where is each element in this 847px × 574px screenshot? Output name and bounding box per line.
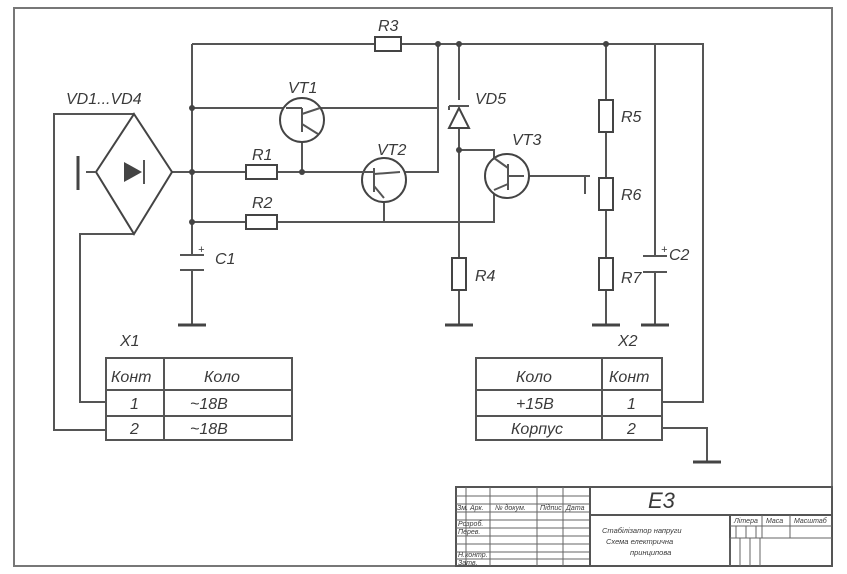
resistor-r5 bbox=[598, 99, 614, 133]
resistor-r2 bbox=[245, 214, 278, 230]
x1-row2-kolo: ~18В bbox=[190, 421, 228, 438]
label-c1-plus: + bbox=[198, 244, 205, 256]
label-vd1-vd4: VD1...VD4 bbox=[66, 91, 142, 108]
label-r2: R2 bbox=[252, 195, 273, 212]
label-c2: C2 bbox=[669, 247, 690, 264]
label-r1: R1 bbox=[252, 147, 272, 164]
tb-label-rozrob: Розроб. bbox=[458, 520, 483, 528]
tb-description-line3: принципова bbox=[630, 548, 671, 557]
x2-row2-kolo: Корпус bbox=[511, 421, 563, 438]
zener-vd5 bbox=[447, 105, 471, 129]
tb-label-masshtab: Масштаб bbox=[794, 517, 828, 525]
tb-header-dokum: № докум. bbox=[495, 504, 526, 512]
label-vd5: VD5 bbox=[475, 91, 506, 108]
capacitor-c2 bbox=[643, 255, 667, 273]
tb-header-ark: Арк. bbox=[469, 505, 484, 512]
label-vt1: VT1 bbox=[288, 80, 317, 97]
connector-x1: X1 Конт Коло 1 ~18В 2 ~18В bbox=[105, 333, 293, 441]
label-r4: R4 bbox=[475, 268, 496, 285]
wires bbox=[53, 43, 708, 462]
resistor-r4 bbox=[451, 257, 467, 291]
tb-header-data: Дата bbox=[565, 505, 585, 512]
drawing-frame bbox=[13, 7, 833, 567]
tb-label-litera: Літера bbox=[733, 517, 758, 525]
label-vt2: VT2 bbox=[377, 142, 406, 159]
x1-row1-kolo: ~18В bbox=[190, 396, 228, 413]
x2-row1-kont: 1 bbox=[627, 396, 636, 413]
tb-description-line2: Схема електрична bbox=[606, 537, 673, 546]
x1-header-kolo: Коло bbox=[204, 369, 240, 386]
x1-row2-kont: 2 bbox=[129, 421, 139, 438]
x2-row1-kolo: +15В bbox=[516, 396, 554, 413]
tb-document-code: Е3 bbox=[648, 488, 676, 513]
transistor-vt2 bbox=[361, 157, 407, 203]
label-r3: R3 bbox=[378, 18, 399, 35]
resistor-r7 bbox=[598, 257, 614, 291]
x1-row1-kont: 1 bbox=[130, 396, 139, 413]
x2-title: X2 bbox=[617, 333, 638, 350]
label-c1: C1 bbox=[215, 251, 235, 268]
label-c2-plus: + bbox=[661, 244, 668, 256]
label-r5: R5 bbox=[621, 109, 642, 126]
resistor-r1 bbox=[245, 164, 278, 180]
label-r7: R7 bbox=[621, 270, 643, 287]
junction-dots bbox=[189, 41, 609, 225]
connector-x2: X2 Коло Конт +15В 1 Корпус 2 bbox=[475, 333, 663, 441]
ground-symbols bbox=[178, 323, 721, 464]
x2-header-kolo: Коло bbox=[516, 369, 552, 386]
bridge-rectifier bbox=[76, 112, 174, 236]
resistor-r3 bbox=[374, 36, 402, 52]
transistor-vt3 bbox=[484, 153, 530, 199]
x2-header-kont: Конт bbox=[609, 369, 649, 386]
tb-label-perev: Перев. bbox=[458, 529, 480, 536]
label-r6: R6 bbox=[621, 187, 642, 204]
tb-label-zatv: Затв. bbox=[458, 560, 478, 567]
tb-label-masa: Маса bbox=[766, 518, 783, 525]
tb-header-zm: Зм. bbox=[457, 505, 468, 512]
tb-header-pidpys: Підпис bbox=[540, 504, 562, 512]
tb-label-nkontr: Н.контр. bbox=[458, 552, 488, 559]
capacitor-c1 bbox=[180, 254, 204, 271]
x1-header-kont: Конт bbox=[111, 369, 151, 386]
resistor-r6 bbox=[598, 177, 614, 211]
x2-row2-kont: 2 bbox=[626, 421, 636, 438]
x1-title: X1 bbox=[119, 333, 140, 350]
label-vt3: VT3 bbox=[512, 132, 541, 149]
title-block: Зм. Арк. № докум. Підпис Дата Розроб. Пе… bbox=[455, 486, 833, 567]
transistor-vt1 bbox=[279, 97, 325, 143]
tb-description-line1: Стабілізатор напруги bbox=[602, 526, 682, 535]
